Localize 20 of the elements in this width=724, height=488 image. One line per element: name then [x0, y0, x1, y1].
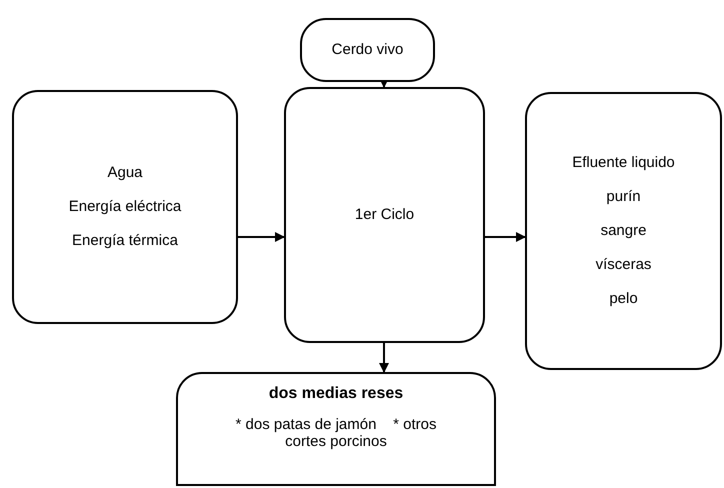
- process-label: Cerdo vivo: [332, 41, 404, 59]
- output-label: sangre: [600, 222, 646, 240]
- input-label: Energía térmica: [72, 232, 178, 250]
- output-label: purín: [606, 188, 641, 206]
- input-box: [12, 90, 238, 324]
- input-label: Agua: [107, 164, 143, 182]
- process-box: [300, 18, 435, 82]
- product-label: * dos patas de jamón * otros cortes porcinos: [234, 417, 438, 450]
- process-box: [284, 87, 485, 343]
- output-label: pelo: [609, 290, 638, 308]
- arrow: [238, 232, 285, 242]
- output-label: Efluente liquido: [572, 154, 675, 172]
- input-label: Energía eléctrica: [68, 198, 182, 216]
- process-label: 1er Ciclo: [354, 206, 414, 224]
- product-box: [176, 372, 496, 486]
- arrow: [485, 232, 526, 242]
- arrow: [379, 343, 389, 373]
- output-label: vísceras: [596, 256, 652, 274]
- output-box: [525, 92, 722, 370]
- product-label: dos medias reses: [268, 384, 404, 404]
